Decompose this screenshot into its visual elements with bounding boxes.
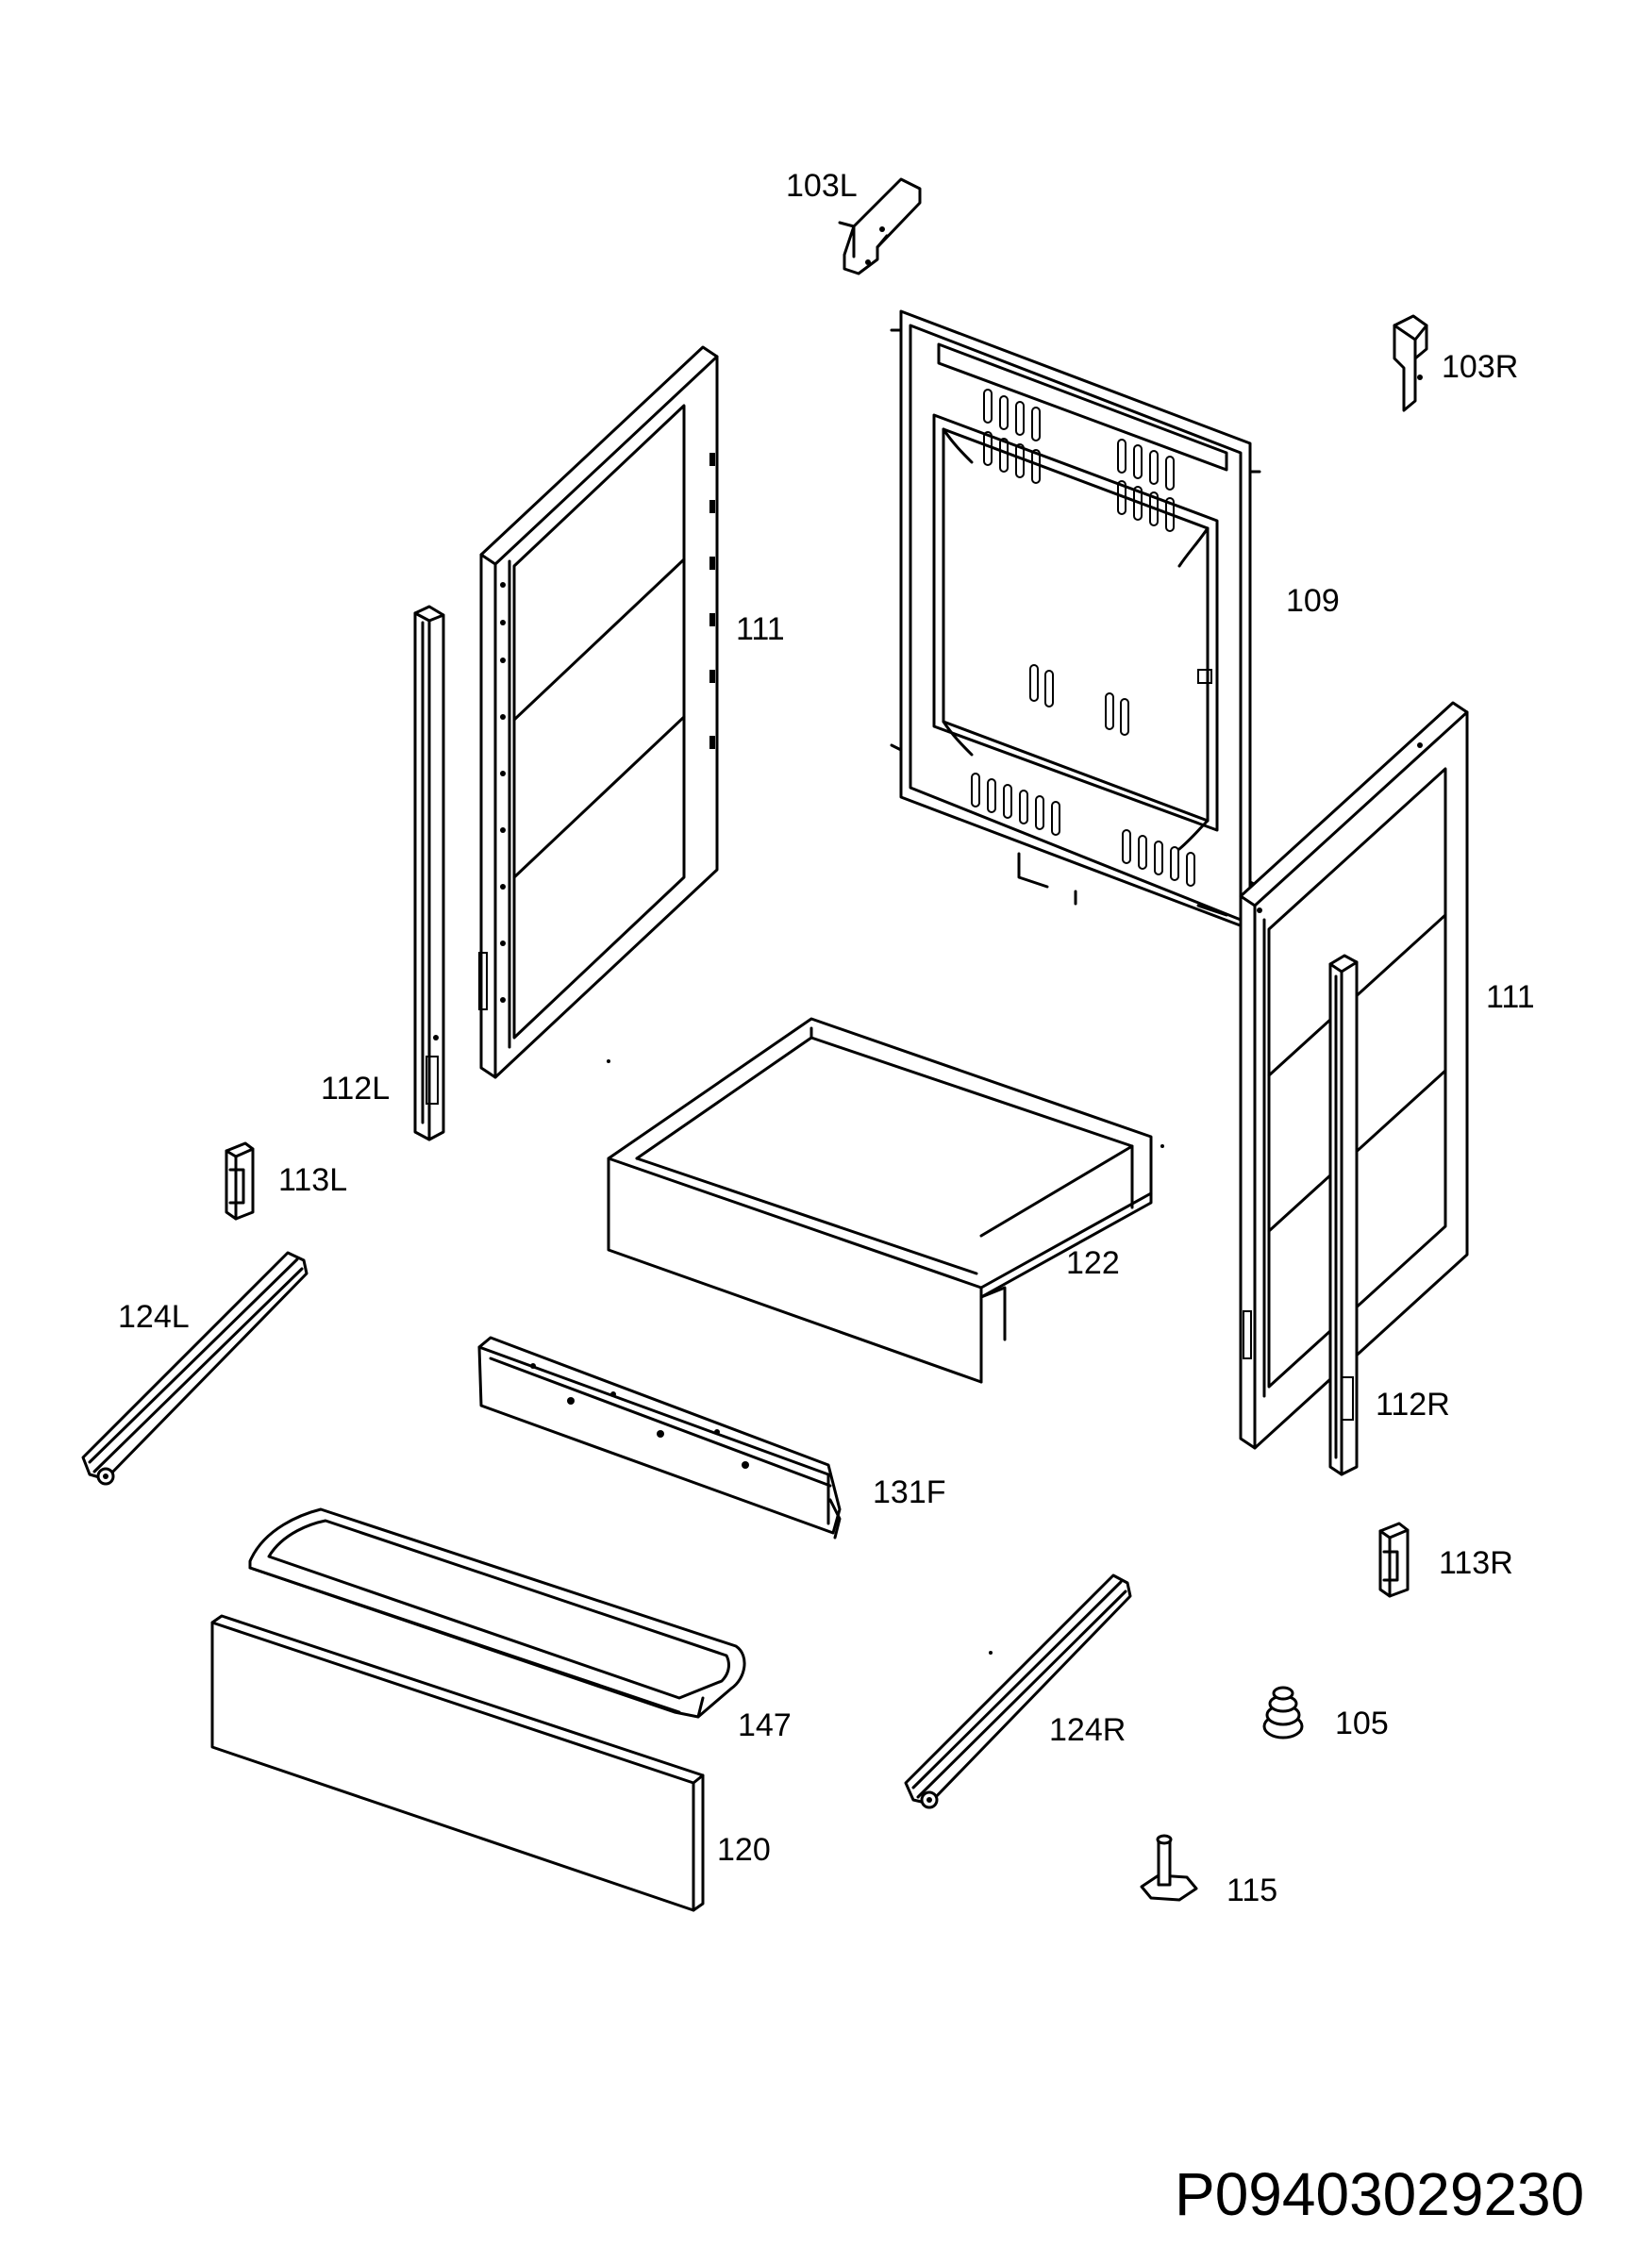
label-147: 147 xyxy=(738,1707,792,1743)
part-103L-bracket xyxy=(838,177,922,275)
part-131F-panel xyxy=(477,1336,842,1540)
label-120: 120 xyxy=(717,1832,771,1868)
part-113R-hinge xyxy=(1378,1522,1410,1598)
label-103R: 103R xyxy=(1442,349,1518,385)
label-112L: 112L xyxy=(321,1071,390,1107)
part-124L-slide xyxy=(81,1251,309,1486)
label-103L: 103L xyxy=(786,168,858,204)
part-109-back-panel xyxy=(890,309,1261,931)
label-109: 109 xyxy=(1286,583,1340,619)
part-112R-right-rail xyxy=(1328,954,1359,1476)
label-111-left: 111 xyxy=(736,611,785,647)
diagram-dots xyxy=(607,1059,1164,1655)
part-120-front-panel xyxy=(210,1614,705,1912)
part-113L-hinge xyxy=(225,1141,255,1221)
label-115: 115 xyxy=(1226,1873,1277,1908)
label-124L: 124L xyxy=(118,1299,190,1335)
part-124R-slide xyxy=(904,1573,1132,1809)
label-113R: 113R xyxy=(1439,1545,1513,1581)
part-112L-left-rail xyxy=(413,605,445,1141)
drawing-code: P09403029230 xyxy=(1175,2160,1584,2228)
part-103R-bracket xyxy=(1393,314,1428,412)
part-111-left-side-panel xyxy=(478,345,719,1079)
label-122: 122 xyxy=(1066,1245,1120,1281)
label-111-right: 111 xyxy=(1486,979,1535,1015)
label-124R: 124R xyxy=(1049,1712,1126,1748)
part-122-drawer xyxy=(607,1017,1153,1384)
label-112R: 112R xyxy=(1376,1387,1450,1423)
label-113L: 113L xyxy=(278,1162,347,1198)
part-147-trim xyxy=(248,1507,746,1719)
label-131F: 131F xyxy=(873,1474,946,1510)
part-115-leveler xyxy=(1140,1834,1198,1902)
label-105: 105 xyxy=(1335,1706,1389,1741)
part-105-foot xyxy=(1262,1686,1304,1740)
